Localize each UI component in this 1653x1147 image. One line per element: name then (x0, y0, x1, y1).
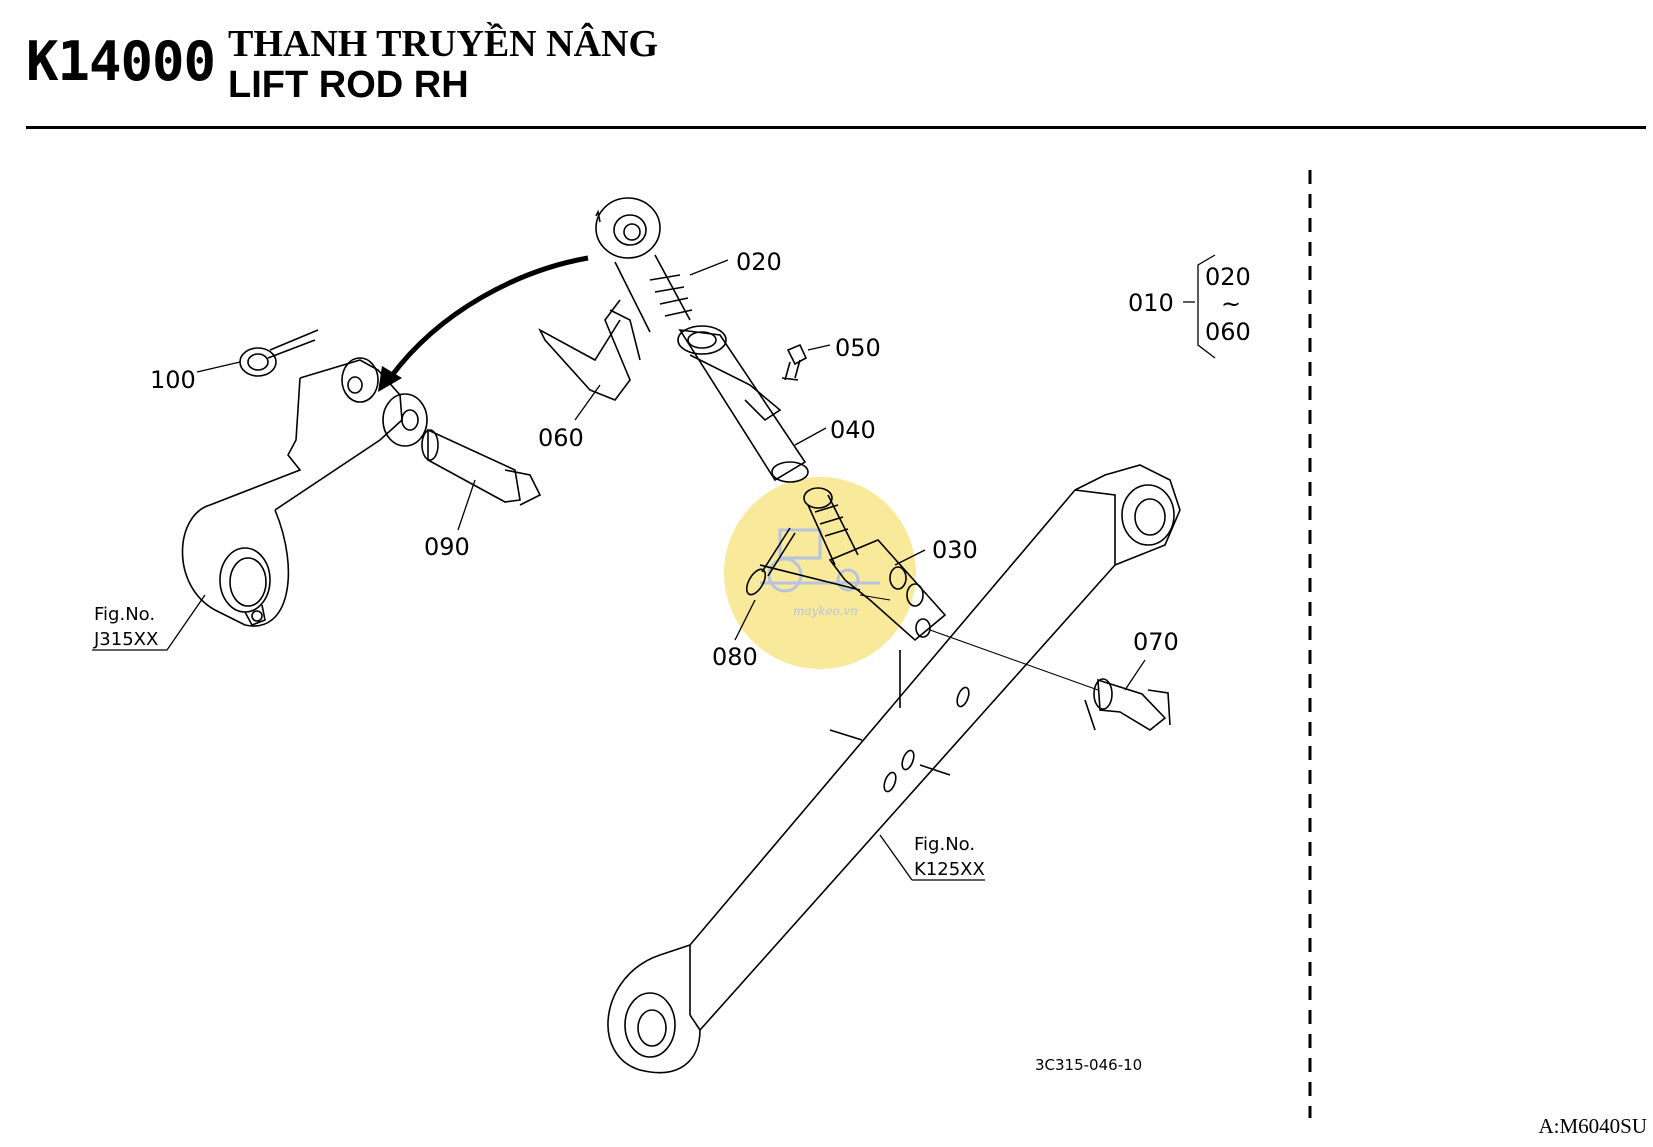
drawing-number: 3C315-046-10 (1035, 1056, 1142, 1074)
pin-090-part (421, 428, 542, 506)
assembly-range-start: 020 (1205, 263, 1251, 291)
range-bracket (1197, 254, 1216, 359)
footer-model-code: A:M6040SU (1538, 1114, 1647, 1138)
assembly-range-end: 060 (1205, 318, 1251, 346)
section-code: K14000 (26, 30, 216, 93)
watermark: maykeo.vn (724, 477, 916, 669)
assembly-lines (859, 594, 1099, 691)
cotter-pin-part (745, 527, 861, 596)
rod-end-part (595, 197, 693, 333)
assembly-parent-number: 010 (1128, 289, 1174, 317)
fig-ref-lower-title: Fig.No. (914, 834, 975, 855)
callout-100: 100 (150, 366, 196, 394)
snap-pin-part (239, 329, 319, 377)
assembly-range-tilde: ~ (1221, 290, 1241, 318)
callout-090: 090 (424, 533, 470, 561)
leader-lines (196, 259, 1195, 691)
title-english: LIFT ROD RH (228, 64, 469, 106)
direction-arrow (378, 255, 589, 392)
lift-arm-part (181, 357, 428, 627)
fig-ref-lower-number: K125XX (914, 859, 985, 880)
pin-070-part (1084, 678, 1171, 731)
callout-040: 040 (830, 416, 876, 444)
turnbuckle-tube-part (677, 325, 809, 483)
callout-080: 080 (712, 643, 758, 671)
figure-ref-leaders (92, 594, 985, 881)
watermark-label: maykeo.vn (793, 604, 858, 618)
clevis-part (803, 487, 947, 642)
fig-ref-left-title: Fig.No. (94, 604, 155, 625)
callout-050: 050 (835, 334, 881, 362)
grease-nipple-part (781, 343, 808, 381)
header-rule (26, 126, 1646, 129)
lower-link-part (607, 464, 1181, 1074)
callout-020: 020 (736, 248, 782, 276)
callout-060: 060 (538, 424, 584, 452)
title-vietnamese: THANH TRUYỀN NÂNG (228, 23, 659, 65)
spring-clip-part (538, 299, 641, 401)
callout-070: 070 (1133, 628, 1179, 656)
fig-ref-left-number: J315XX (93, 629, 158, 650)
callout-030: 030 (932, 536, 978, 564)
